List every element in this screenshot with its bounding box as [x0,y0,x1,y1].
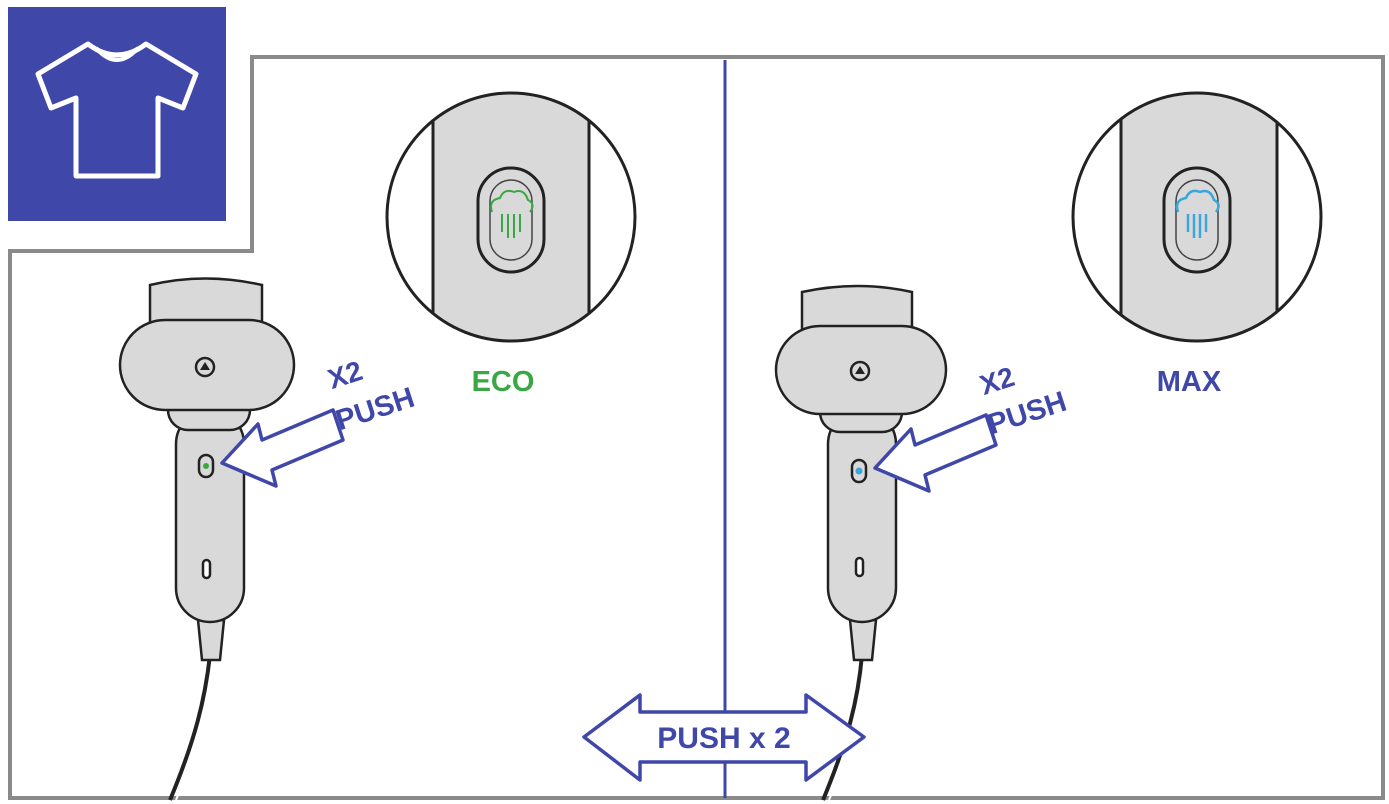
steam-cloud-icon [1175,189,1220,238]
fabric-badge [8,7,226,221]
max-push-arrow [873,413,998,493]
outer-frame [8,55,1385,800]
power-cord [168,654,212,801]
max-panel: MAX X2 PUSH [774,91,1323,801]
steam-cloud-icon [490,189,534,238]
eco-zoom-circle [385,91,637,343]
max-steamer-device [774,284,948,801]
eco-steamer-device [118,277,296,801]
max-push-count: X2 [976,361,1018,401]
eco-mode-label: ECO [472,366,535,398]
power-cord [821,654,864,801]
eco-push-count: X2 [324,355,366,395]
tshirt-icon [35,41,199,179]
eco-panel: ECO X2 PUSH [118,91,637,801]
max-zoom-circle [1071,91,1323,343]
mode-toggle-arrow: PUSH x 2 [582,693,866,782]
trigger-slot [854,556,865,578]
eco-push-arrow [220,408,345,488]
trigger-slot [201,558,212,580]
toggle-label: PUSH x 2 [657,722,790,755]
max-mode-label: MAX [1157,366,1222,398]
